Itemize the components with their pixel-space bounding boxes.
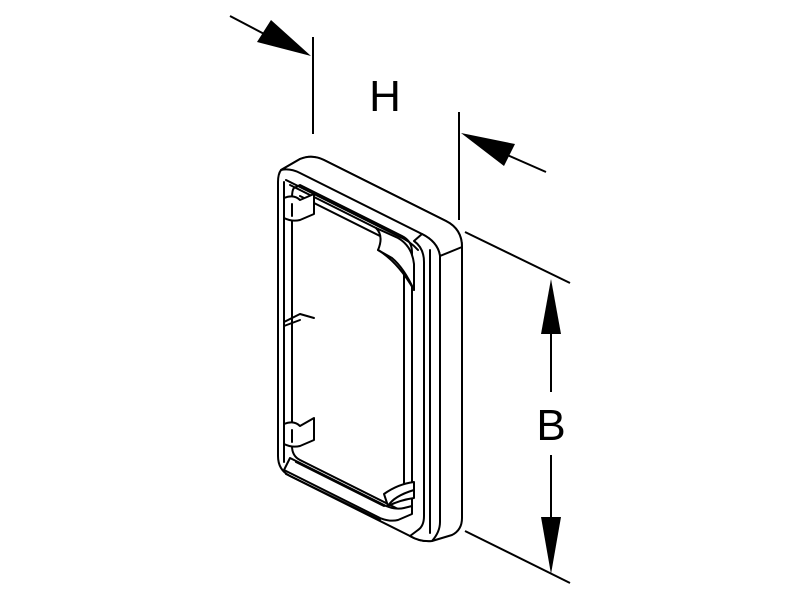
arrowhead-bottom	[541, 517, 561, 574]
top-lip-face	[280, 155, 463, 257]
dimension-b	[464, 231, 571, 584]
extension-line-top	[464, 231, 571, 284]
bottom-notch-curve	[387, 489, 415, 507]
inner-top-ledge-2	[289, 184, 377, 229]
arrowhead-left	[257, 20, 311, 56]
left-clip-top	[283, 193, 315, 222]
leader-line-left	[229, 15, 269, 37]
left-seam	[283, 313, 315, 323]
top-notch-curve	[377, 249, 415, 291]
leader-line-right	[504, 153, 547, 173]
arrowhead-top	[541, 279, 561, 334]
bottom-ledge-line-2	[285, 473, 381, 521]
height-label: H	[369, 72, 401, 121]
bottom-notch	[383, 481, 415, 507]
arrowhead-right	[461, 133, 515, 166]
left-seam-2	[283, 319, 301, 327]
top-notch	[375, 227, 415, 291]
inner-top-ledge	[285, 179, 419, 251]
bottom-ledge-line	[295, 461, 385, 507]
extension-line-bottom	[464, 530, 571, 584]
dimension-h	[229, 15, 547, 220]
width-label: B	[536, 401, 565, 450]
end-cap-part	[277, 155, 463, 543]
right-rim-face	[409, 233, 441, 543]
